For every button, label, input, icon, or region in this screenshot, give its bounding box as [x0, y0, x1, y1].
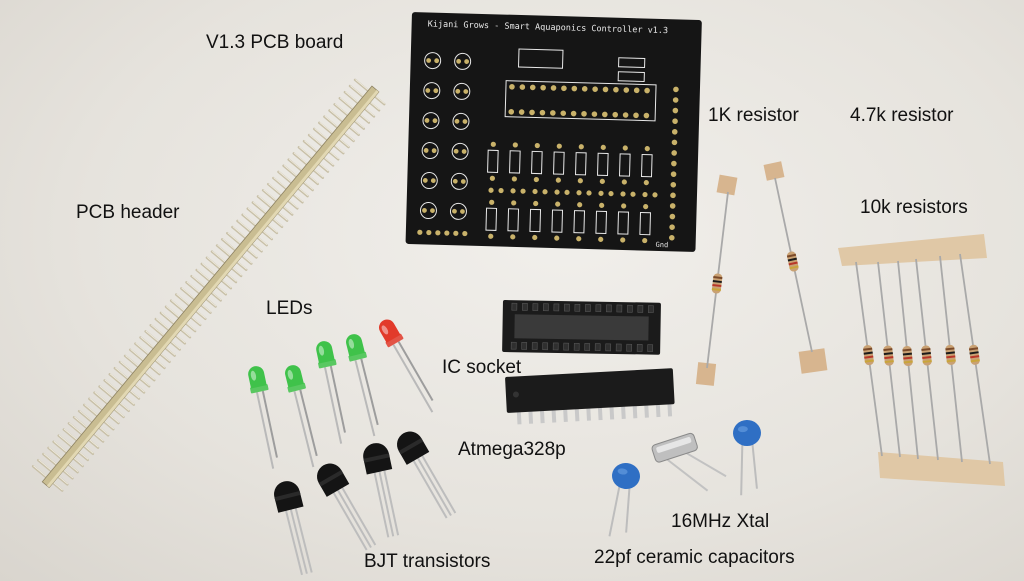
led-green-1	[248, 366, 278, 469]
label-ic-socket: IC socket	[442, 357, 522, 378]
resistor-10k-4	[915, 258, 939, 461]
led-green-2	[285, 365, 318, 468]
pcb-header-strip	[31, 78, 386, 492]
label-xtal: 16MHz Xtal	[671, 511, 770, 532]
label-leds: LEDs	[266, 298, 313, 319]
label-10k-resistors: 10k resistors	[860, 197, 968, 218]
transistor-1	[274, 481, 313, 576]
atmega-chip	[505, 368, 675, 425]
label-4-7k-resistor: 4.7k resistor	[850, 105, 954, 126]
resistor-10k-1	[855, 261, 883, 457]
label-pcb-board: V1.3 PCB board	[206, 32, 344, 53]
crystal-16mhz	[651, 432, 727, 492]
label-1k-resistor: 1K resistor	[708, 105, 799, 126]
label-bjt-transistors: BJT transistors	[364, 551, 491, 572]
pcb-pin-label: Gnd	[655, 241, 668, 249]
resistor-10k-6	[959, 253, 991, 465]
resistor-4-7k	[774, 177, 813, 353]
resistor-10k-3	[897, 260, 919, 460]
label-capacitors: 22pf ceramic capacitors	[594, 547, 795, 568]
tape-10k-top	[838, 234, 987, 266]
ic-socket	[502, 300, 661, 355]
tape-1k-bottom	[695, 362, 717, 386]
pcb-board: Kijani Grows - Smart Aquaponics Controll…	[405, 12, 702, 252]
transistor-4	[397, 431, 457, 519]
transistor-2	[317, 463, 377, 551]
tape-4-7k-top	[763, 161, 785, 181]
led-green-3	[316, 341, 346, 444]
capacitor-1	[608, 462, 640, 537]
tape-4-7k-bottom	[798, 348, 828, 374]
led-red	[379, 319, 434, 413]
resistor-10k-5	[939, 255, 963, 463]
label-atmega: Atmega328p	[458, 439, 566, 460]
resistor-1k	[706, 191, 729, 369]
label-pcb-header: PCB header	[76, 202, 180, 223]
tape-1k-top	[716, 174, 738, 196]
led-green-4	[346, 334, 379, 437]
resistor-10k-2	[877, 261, 901, 458]
transistor-3	[363, 443, 400, 538]
capacitor-2	[733, 419, 761, 496]
tape-10k-bottom	[878, 452, 1005, 486]
